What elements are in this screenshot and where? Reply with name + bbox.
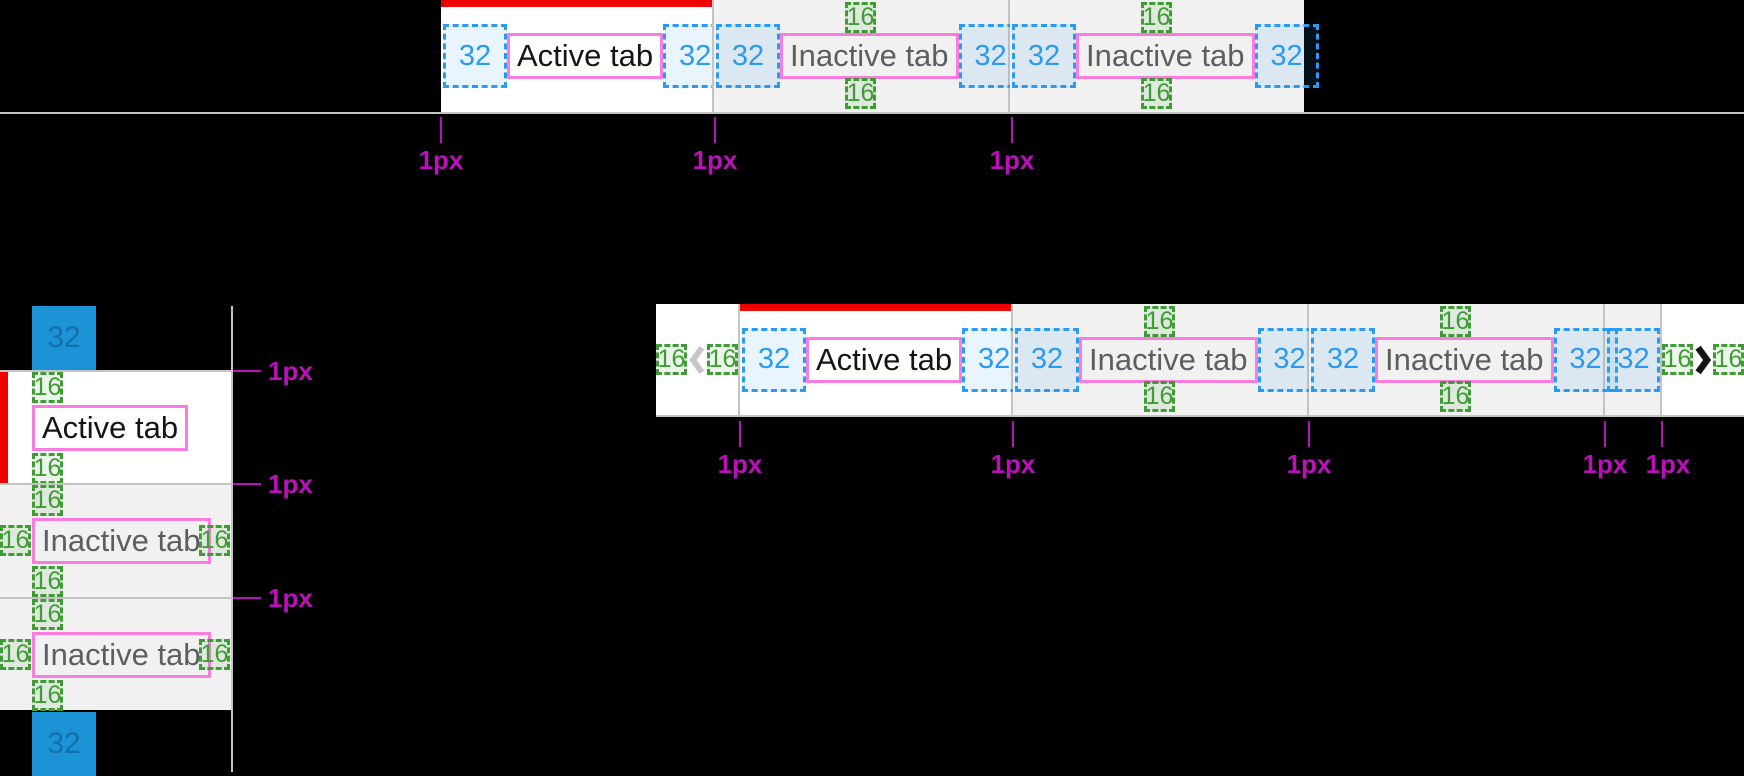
padding-32-box: 32 bbox=[443, 24, 507, 88]
active-tab-indicator bbox=[0, 372, 8, 483]
padding-16-box: 16 bbox=[1141, 2, 1172, 33]
tab-label-bounding-box: Active tab bbox=[507, 33, 664, 79]
border-annotation-label: 1px bbox=[268, 356, 313, 386]
tab-label-bounding-box: Inactive tab bbox=[1079, 336, 1258, 383]
tab-inactive[interactable]: 16 32 Inactive tab 32 16 bbox=[1010, 0, 1319, 112]
border-annotation-line bbox=[233, 483, 261, 485]
padding-32-box: 32 bbox=[716, 24, 780, 88]
border-annotation-label: 1px bbox=[692, 145, 738, 175]
padding-16-box: 16 bbox=[1440, 306, 1471, 337]
padding-16-box: 16 bbox=[1662, 344, 1693, 375]
border-annotation-label: 1px bbox=[268, 469, 313, 499]
tab-active[interactable]: 16 Active tab 16 bbox=[0, 371, 231, 484]
padding-16-box: 16 bbox=[32, 371, 63, 403]
border-annotation-line bbox=[233, 370, 261, 372]
tab-label-bounding-box: Inactive tab bbox=[780, 33, 959, 79]
tab-divider bbox=[0, 483, 231, 485]
border-annotation-line bbox=[1604, 421, 1606, 447]
scroll-left-button[interactable]: 16 16 bbox=[656, 304, 740, 415]
chevron-left-icon bbox=[689, 345, 705, 374]
padding-16-box: 16 bbox=[0, 525, 31, 556]
tab-label-bounding-box: Inactive tab bbox=[1076, 33, 1255, 79]
border-annotation-label: 1px bbox=[717, 449, 763, 479]
padding-32-box: 32 bbox=[1015, 327, 1079, 392]
active-tab-indicator bbox=[441, 0, 714, 7]
padding-16-box: 16 bbox=[32, 679, 63, 711]
padding-16-box: 16 bbox=[707, 344, 738, 375]
border-annotation-line bbox=[1012, 421, 1014, 447]
tab-bar-bottom-border bbox=[0, 112, 1744, 114]
padding-16-box: 16 bbox=[845, 2, 876, 33]
padding-32-box: 32 bbox=[1311, 327, 1375, 392]
border-annotation-line bbox=[714, 117, 716, 143]
padding-32-box: 32 bbox=[742, 327, 806, 392]
padding-16-box: 16 bbox=[845, 78, 876, 109]
overflow-tab-bar: 16 16 32 Active tab 32 16 32 Inactive ta… bbox=[656, 304, 1744, 417]
padding-16-box: 16 bbox=[1440, 381, 1471, 412]
padding-32-box: 32 bbox=[1553, 327, 1618, 392]
tab-inactive[interactable]: 16 32 Inactive tab 32 16 bbox=[712, 0, 1023, 112]
tab-divider bbox=[0, 370, 231, 372]
tab-label-bounding-box: Inactive tab bbox=[32, 518, 211, 564]
border-annotation-line bbox=[739, 421, 741, 447]
padding-16-box: 16 bbox=[1144, 381, 1175, 412]
overflow-tab-stub: 32 bbox=[1605, 304, 1662, 415]
border-annotation-label: 1px bbox=[1582, 449, 1628, 479]
tab-inactive[interactable]: 16 16 Inactive tab 16 16 bbox=[0, 485, 231, 597]
padding-16-box: 16 bbox=[199, 638, 230, 670]
border-annotation-label: 1px bbox=[990, 449, 1036, 479]
scroll-right-button[interactable]: 16 16 bbox=[1662, 304, 1744, 415]
border-annotation-line bbox=[1661, 421, 1663, 447]
border-annotation-label: 1px bbox=[1286, 449, 1332, 479]
vertical-ruler-line bbox=[231, 306, 233, 772]
vertical-tab-bar: 32 16 Active tab 16 16 16 Inactive tab 1… bbox=[0, 306, 320, 776]
tab-label-bounding-box: Inactive tab bbox=[32, 631, 211, 678]
padding-16-box: 16 bbox=[32, 598, 63, 630]
border-annotation-line bbox=[440, 117, 442, 143]
border-annotation-label: 1px bbox=[418, 145, 464, 175]
padding-32-box: 32 bbox=[1254, 24, 1319, 88]
active-tab-indicator bbox=[740, 304, 1011, 311]
padding-16-box: 16 bbox=[1713, 344, 1744, 375]
tab-active[interactable]: 32 Active tab 32 bbox=[740, 304, 1027, 415]
padding-16-box: 16 bbox=[32, 566, 63, 597]
tab-inactive[interactable]: 16 32 Inactive tab 32 16 bbox=[1309, 304, 1618, 415]
padding-16-box: 16 bbox=[32, 485, 63, 516]
border-annotation-line bbox=[1308, 421, 1310, 447]
padding-16-box: 16 bbox=[0, 638, 31, 670]
spacer-32-box: 32 bbox=[32, 712, 96, 776]
border-annotation-label: 1px bbox=[1645, 449, 1691, 479]
tab-divider bbox=[0, 597, 231, 599]
horizontal-tab-bar: 32 Active tab 32 16 32 Inactive tab 32 1… bbox=[441, 0, 1319, 112]
border-annotation-label: 1px bbox=[268, 583, 313, 613]
border-annotation-line bbox=[1011, 117, 1013, 143]
padding-16-box: 16 bbox=[1144, 306, 1175, 337]
tab-label-bounding-box: Active tab bbox=[32, 404, 189, 451]
padding-16-box: 16 bbox=[32, 452, 63, 484]
padding-32-box: 32 bbox=[1012, 24, 1076, 88]
padding-16-box: 16 bbox=[199, 525, 230, 556]
spacer-32-box: 32 bbox=[32, 306, 96, 370]
tab-active[interactable]: 32 Active tab 32 bbox=[441, 0, 728, 112]
tab-label-bounding-box: Active tab bbox=[806, 336, 963, 383]
tab-inactive[interactable]: 16 32 Inactive tab 32 16 bbox=[1013, 304, 1322, 415]
border-annotation-label: 1px bbox=[989, 145, 1035, 175]
border-annotation-line bbox=[233, 597, 261, 599]
tab-label-bounding-box: Inactive tab bbox=[1375, 336, 1554, 383]
tab-inactive[interactable]: 16 16 Inactive tab 16 16 bbox=[0, 598, 231, 711]
chevron-right-icon bbox=[1695, 345, 1712, 374]
padding-16-box: 16 bbox=[656, 344, 687, 375]
padding-16-box: 16 bbox=[1141, 78, 1172, 109]
